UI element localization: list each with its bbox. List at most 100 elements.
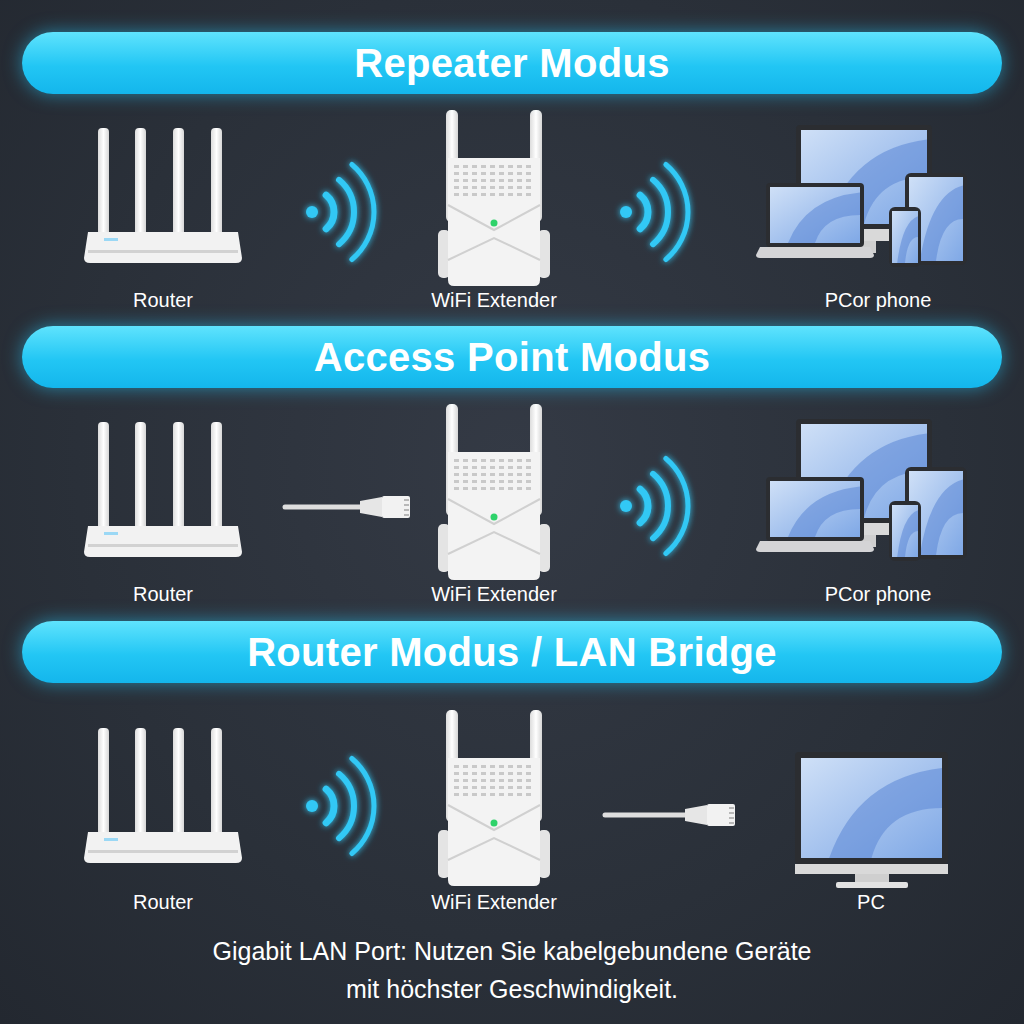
router-led: [104, 838, 118, 841]
wifi-arc: [352, 165, 374, 260]
router-antenna: [173, 128, 184, 246]
plug-pin: [729, 817, 734, 819]
plug-pin: [404, 499, 409, 501]
extender-vent: [508, 772, 513, 775]
extender-vent: [472, 186, 477, 189]
extender-vent: [508, 779, 513, 782]
extender-vent: [481, 193, 486, 196]
extender-vent: [472, 765, 477, 768]
extender-vent: [517, 179, 522, 182]
extender-vent: [454, 487, 459, 490]
extender-vent: [499, 786, 504, 789]
extender-vent: [499, 179, 504, 182]
extender-vent: [499, 779, 504, 782]
monitor-stand: [855, 874, 889, 882]
router-edge: [88, 544, 238, 547]
extender-vent: [526, 779, 531, 782]
wifi-arc: [653, 474, 668, 538]
extender-vent: [472, 179, 477, 182]
plug-pin: [404, 504, 409, 506]
extender-vent: [526, 480, 531, 483]
screen-swirl: [897, 510, 918, 557]
extender-vent: [490, 459, 495, 462]
extender-vent: [508, 459, 513, 462]
extender-vent: [454, 786, 459, 789]
extender-vent: [463, 193, 468, 196]
laptop-screen: [770, 187, 860, 243]
lan-cable: [605, 804, 735, 826]
extender-vent: [526, 179, 531, 182]
extender-vent: [463, 487, 468, 490]
extender-led: [491, 514, 498, 521]
extender-vent: [517, 772, 522, 775]
phone-frame: [889, 207, 921, 267]
router-antenna: [211, 128, 222, 246]
extender-vent: [472, 193, 477, 196]
router-led: [104, 532, 118, 535]
router-antenna: [98, 128, 109, 246]
extender-vent: [463, 186, 468, 189]
mode-banner: Router Modus / LAN Bridge: [22, 621, 1002, 683]
extender-vent: [508, 786, 513, 789]
router-antenna: [211, 422, 222, 540]
laptop-base: [756, 541, 874, 552]
extender-vent: [490, 473, 495, 476]
router-edge: [88, 850, 238, 853]
extender-vent: [454, 793, 459, 796]
extender-vent: [481, 179, 486, 182]
extender-vent: [481, 480, 486, 483]
extender-vent: [454, 473, 459, 476]
extender-vent: [463, 179, 468, 182]
extender-vent: [472, 165, 477, 168]
cable-wire: [285, 505, 362, 510]
extender-vent: [499, 165, 504, 168]
cable-plug: [707, 804, 735, 826]
extender-vent: [463, 765, 468, 768]
extender-vent: [454, 186, 459, 189]
extender-vent: [508, 165, 513, 168]
devices-icon: [756, 125, 967, 267]
extender-vent: [481, 772, 486, 775]
router-edge: [88, 250, 238, 253]
extender-vent: [499, 193, 504, 196]
extender-vent: [508, 480, 513, 483]
extender-vent: [481, 473, 486, 476]
screen-swirl: [920, 479, 963, 555]
mode-banner: Access Point Modus: [22, 326, 1002, 388]
wifi-arc: [653, 180, 668, 244]
router-icon: [84, 422, 242, 557]
wifi-waves: [620, 165, 688, 260]
plug-pin: [729, 822, 734, 824]
extender-vent: [499, 487, 504, 490]
extender-vent: [454, 165, 459, 168]
extender-vent: [490, 193, 495, 196]
extender-vent: [454, 193, 459, 196]
plug-pin: [404, 514, 409, 516]
extender-vent: [508, 473, 513, 476]
monitor-frame: [795, 752, 948, 864]
extender-vent: [517, 459, 522, 462]
monitor-chin: [795, 864, 948, 874]
extender-vent: [517, 165, 522, 168]
extender-vent: [526, 765, 531, 768]
extender-vent: [481, 487, 486, 490]
extender-vent: [472, 459, 477, 462]
extender-vent: [499, 473, 504, 476]
wifi-arc: [640, 195, 648, 229]
device-label: Router: [133, 891, 193, 914]
router-antenna: [173, 422, 184, 540]
extender-vent: [481, 165, 486, 168]
wifi-dot: [306, 206, 318, 218]
extender-vent: [472, 786, 477, 789]
extender-vent: [517, 480, 522, 483]
mode-title: Access Point Modus: [314, 335, 711, 380]
router-antenna: [135, 128, 146, 246]
extender-vent: [481, 466, 486, 469]
device-label: PCor phone: [825, 289, 932, 312]
screen-swirl: [829, 768, 942, 858]
extender-vent: [508, 193, 513, 196]
extender-vent: [472, 172, 477, 175]
extender-vent: [526, 487, 531, 490]
